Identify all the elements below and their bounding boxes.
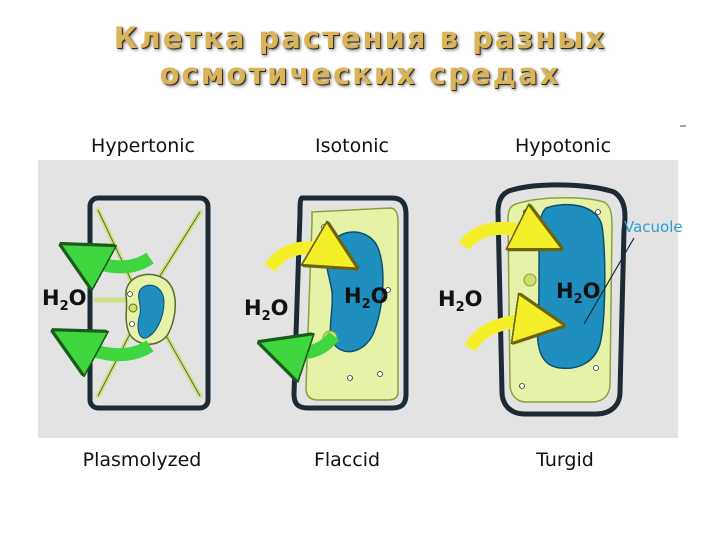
caption-turgid: Turgid <box>535 449 594 471</box>
heading-hypotonic: Hypotonic <box>515 135 611 157</box>
water-out-arrow-bottom <box>74 342 154 355</box>
slide-title: Клетка растения в разных осмотических ср… <box>0 20 720 92</box>
h2o-label-isotonic-inside: H2O <box>344 284 388 312</box>
nucleus <box>523 273 537 287</box>
vacuole-pointer-line <box>583 237 635 325</box>
heading-hypertonic: Hypertonic <box>91 135 195 157</box>
water-out-arrow-top <box>82 256 154 267</box>
water-in-arrow-hypotonic-bottom <box>464 321 540 352</box>
plasmolyzed-cell <box>87 195 211 411</box>
heading-isotonic: Isotonic <box>315 135 389 157</box>
h2o-label-isotonic-outside: H2O <box>244 296 288 324</box>
water-in-arrow-isotonic <box>264 248 336 272</box>
h2o-label-hypotonic-inside: H2O <box>556 279 600 307</box>
vacuole-label: Vacuole <box>624 218 683 236</box>
slide-title-line-1: Клетка растения в разных <box>113 21 607 55</box>
vacuole <box>137 284 165 339</box>
caption-plasmolyzed: Plasmolyzed <box>83 449 202 471</box>
slide-title-line-2: осмотических средах <box>159 57 561 91</box>
water-in-arrow-hypotonic-top <box>458 228 540 246</box>
caption-flaccid: Flaccid <box>314 449 380 471</box>
nucleus <box>128 303 138 313</box>
h2o-label-hypertonic: H2O <box>42 286 86 314</box>
h2o-label-hypotonic-outside: H2O <box>438 287 482 315</box>
water-out-arrow-isotonic <box>282 336 340 353</box>
